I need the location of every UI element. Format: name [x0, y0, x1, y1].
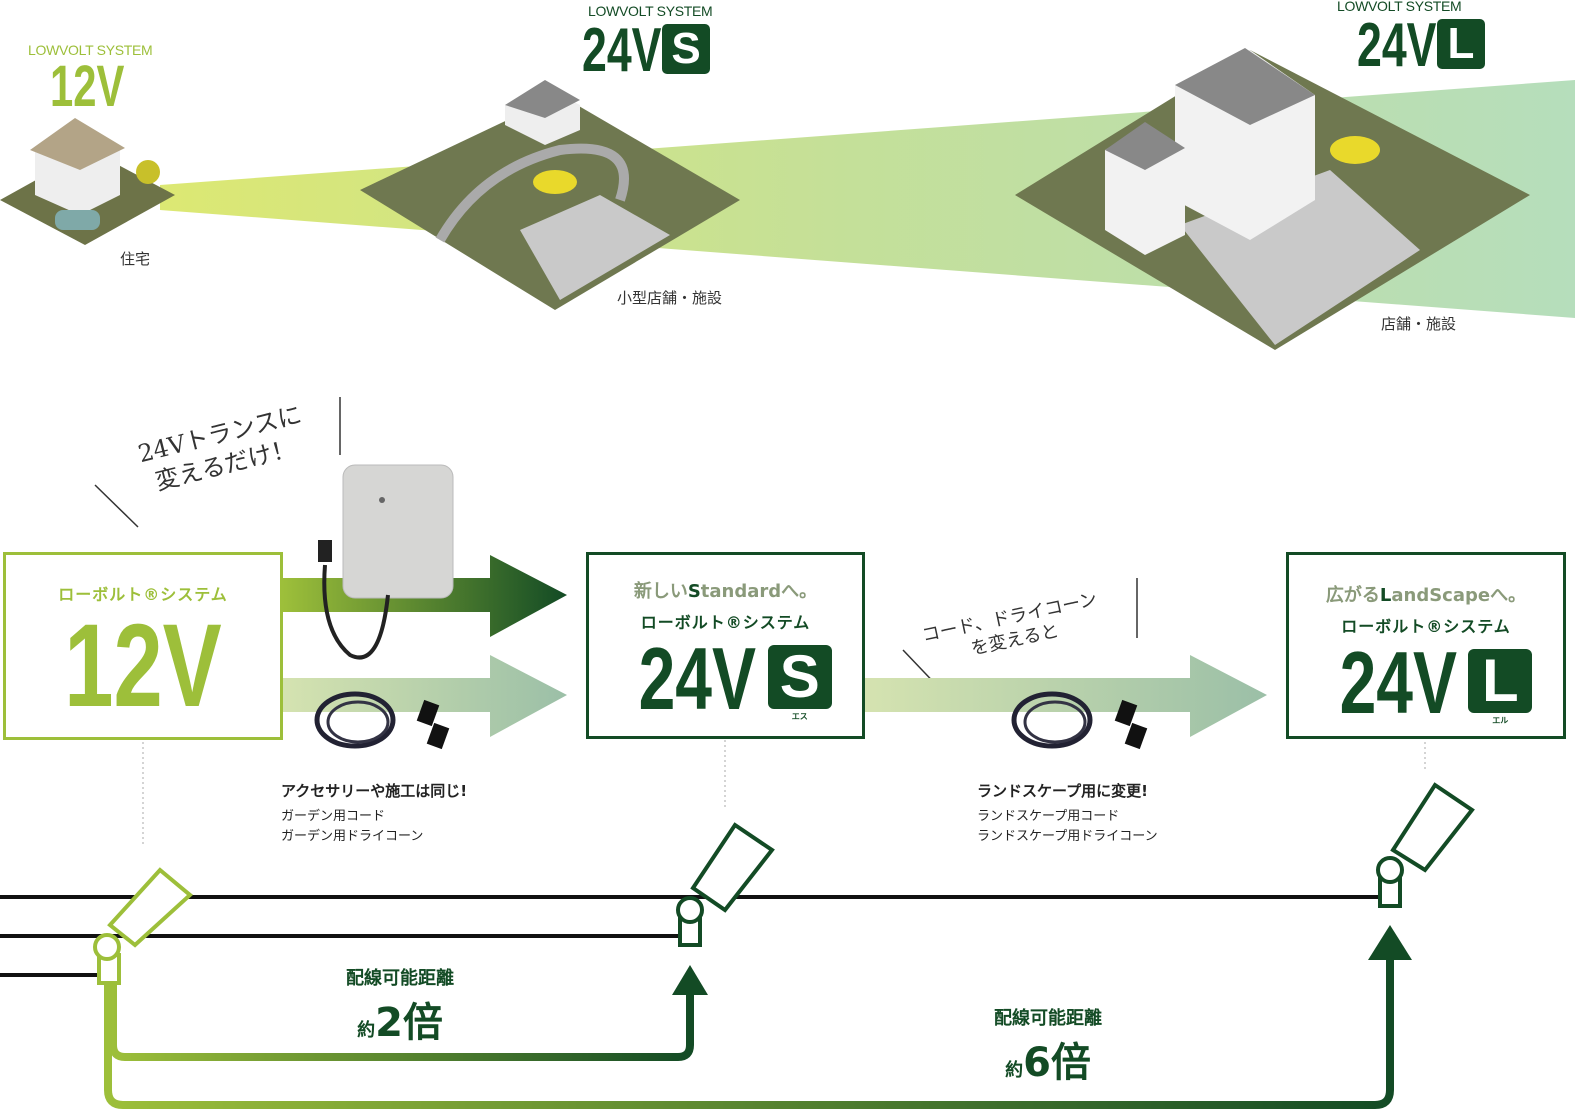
note-title: ランドスケープ用に変更!	[977, 782, 1148, 800]
letter-badge: L	[1437, 19, 1485, 69]
small-store-illustration	[360, 80, 740, 310]
label-store: 店舗・施設	[1381, 315, 1457, 333]
system-name: ローボルト®システム	[1341, 617, 1511, 636]
tagline: 新しいStandardへ。	[633, 581, 818, 602]
callout-line	[94, 484, 139, 528]
cord-coil-icon	[1011, 691, 1148, 750]
distance-label: 配線可能距離	[346, 968, 454, 989]
large-store-illustration	[1015, 48, 1530, 350]
note-landscape: ランドスケープ用に変更! ランドスケープ用コード ランドスケープ用ドライコーン	[977, 780, 1158, 847]
note-accessories: アクセサリーや施工は同じ! ガーデン用コード ガーデン用ドライコーン	[281, 780, 467, 847]
note-item: ガーデン用コード	[281, 809, 386, 824]
note-item: ランドスケープ用コード	[977, 809, 1120, 824]
distance-6x: 配線可能距離 約6倍	[978, 1004, 1118, 1088]
volt-text: 24V	[1357, 11, 1437, 80]
volt-text: 24V	[582, 16, 662, 85]
volt-text: 24V	[638, 629, 757, 728]
note-item: ガーデン用ドライコーン	[281, 829, 424, 844]
route-6x-head	[1368, 925, 1412, 960]
spotlight-24vl-icon	[1376, 782, 1475, 908]
cord-coil-icon	[314, 691, 450, 750]
title-12v: 12V	[50, 54, 125, 119]
box-12v: ローボルト®システム 12V	[3, 552, 283, 740]
label-house: 住宅	[120, 250, 151, 268]
house-illustration	[0, 118, 175, 245]
label-small-store: 小型店舗・施設	[617, 289, 723, 307]
distance-2x: 配線可能距離 約2倍	[330, 964, 470, 1048]
letter-badge: S	[662, 24, 710, 74]
kicker-12v: LOWVOLT SYSTEM	[28, 42, 153, 58]
title-24vs: 24V S	[582, 20, 710, 82]
system-name: ローボルト®システム	[58, 585, 228, 604]
distance-value: 2倍	[375, 1000, 443, 1046]
distance-label: 配線可能距離	[994, 1008, 1102, 1029]
route-2x-head	[672, 965, 708, 995]
spotlight-12v-icon	[93, 867, 194, 985]
system-name: ローボルト®システム	[640, 613, 811, 632]
volt-text: 12V	[64, 600, 222, 732]
distance-prefix: 約	[1005, 1060, 1024, 1081]
kicker-24vs: LOWVOLT SYSTEM	[588, 3, 713, 19]
arrow-accessories	[283, 655, 567, 737]
kicker-24vl: LOWVOLT SYSTEM	[1337, 0, 1462, 14]
flow-graphics	[0, 397, 1475, 1109]
volt-text: 24V	[1339, 633, 1457, 732]
title-24vl: 24V L	[1357, 15, 1485, 77]
distance-prefix: 約	[357, 1020, 376, 1041]
tagline: 広がるLandScapeへ。	[1325, 585, 1527, 606]
note-item: ランドスケープ用ドライコーン	[977, 829, 1158, 844]
route-6x	[104, 955, 1394, 1109]
spotlight-24vs-icon	[676, 822, 775, 947]
distance-value: 6倍	[1023, 1040, 1091, 1086]
note-title: アクセサリーや施工は同じ!	[281, 782, 468, 800]
systems-illustration	[0, 48, 1575, 350]
transformer-icon	[318, 464, 454, 660]
route-2x	[109, 985, 694, 1061]
